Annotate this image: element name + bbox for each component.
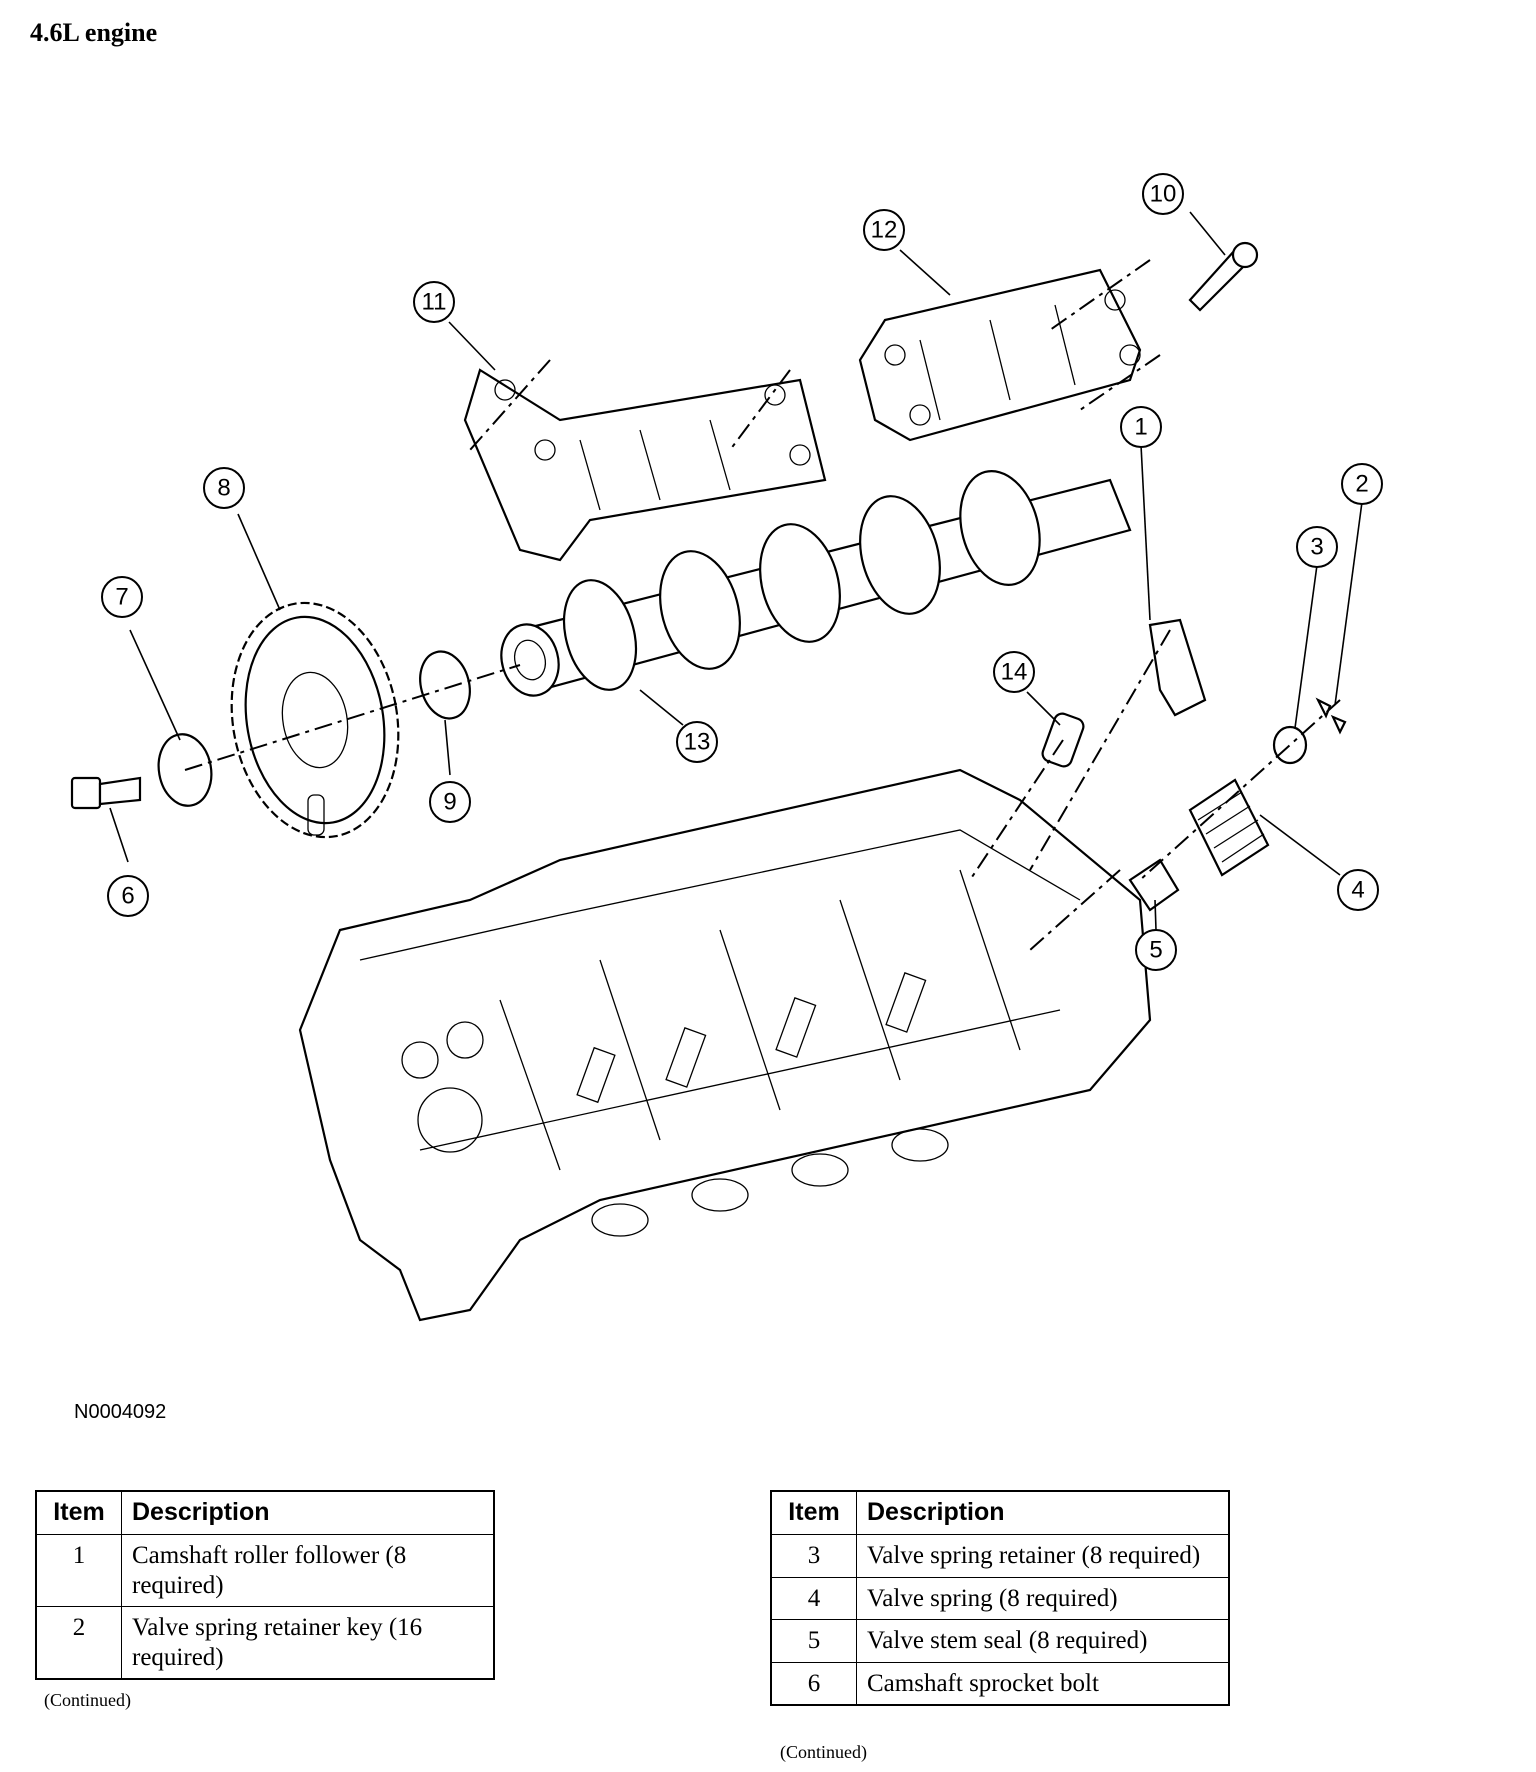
- callout-5: 5: [1135, 929, 1177, 971]
- item-description: Valve spring (8 required): [856, 1576, 1230, 1620]
- item-number: 4: [770, 1576, 857, 1620]
- callout-12: 12: [863, 209, 905, 251]
- table-row: 3 Valve spring retainer (8 required): [770, 1534, 1230, 1578]
- svg-text:2: 2: [1355, 471, 1368, 498]
- bearing-cap-bolt: [1188, 241, 1259, 312]
- svg-text:6: 6: [121, 883, 134, 910]
- svg-text:12: 12: [871, 217, 898, 244]
- roller-follower: [1148, 618, 1207, 717]
- item-description: Camshaft sprocket bolt: [856, 1661, 1230, 1706]
- item-description: Valve stem seal (8 required): [856, 1619, 1230, 1663]
- callout-6: 6: [107, 875, 149, 917]
- callout-13: 13: [676, 721, 718, 763]
- camshaft-bearing-cap-front: [463, 368, 827, 562]
- callout-4: 4: [1337, 869, 1379, 911]
- svg-text:11: 11: [422, 289, 447, 316]
- svg-text:9: 9: [443, 789, 456, 816]
- item-number: 3: [770, 1534, 857, 1578]
- exploded-view-diagram: 1 2 3 4 5 6 7 8 9 10 11 12 13 14: [70, 173, 1383, 1322]
- svg-text:14: 14: [1001, 659, 1028, 686]
- alignment-lines: [184, 259, 1341, 951]
- svg-text:1: 1: [1134, 414, 1147, 441]
- callout-8: 8: [203, 467, 245, 509]
- camshaft: [500, 470, 1132, 697]
- leader-lines: [109, 211, 1363, 931]
- header-description: Description: [856, 1490, 1230, 1535]
- valve-stem-seal: [1128, 858, 1180, 912]
- parts-table-right: Item Description 3 Valve spring retainer…: [770, 1490, 1230, 1706]
- callout-3: 3: [1296, 526, 1338, 568]
- table-row: 4 Valve spring (8 required): [770, 1576, 1230, 1620]
- valve-spring-retainer: [1272, 725, 1308, 765]
- diagram-title: 4.6L engine: [30, 18, 158, 47]
- sprocket-bolt: [70, 776, 142, 810]
- svg-text:10: 10: [1150, 181, 1177, 208]
- item-description: Valve spring retainer key (16 required): [121, 1606, 495, 1680]
- table-row: 2 Valve spring retainer key (16 required…: [35, 1606, 495, 1680]
- table-header: Item Description: [35, 1490, 495, 1535]
- svg-text:8: 8: [217, 475, 230, 502]
- continued-note-left: (Continued): [44, 1690, 131, 1710]
- svg-text:7: 7: [115, 584, 128, 611]
- header-description: Description: [121, 1490, 495, 1535]
- svg-text:4: 4: [1351, 877, 1364, 904]
- camshaft-bearing-cap-rear: [858, 268, 1142, 442]
- figure-id: N0004092: [74, 1401, 167, 1423]
- cylinder-head: [298, 768, 1152, 1322]
- callout-14: 14: [993, 651, 1035, 693]
- item-number: 2: [35, 1606, 122, 1680]
- camshaft-sprocket: [230, 601, 400, 839]
- item-number: 5: [770, 1619, 857, 1663]
- item-description: Valve spring retainer (8 required): [856, 1534, 1230, 1578]
- table-row: 6 Camshaft sprocket bolt: [770, 1661, 1230, 1706]
- callout-2: 2: [1341, 463, 1383, 505]
- item-number: 6: [770, 1661, 857, 1706]
- item-description: Camshaft roller follower (8 required): [121, 1534, 495, 1607]
- header-item: Item: [35, 1490, 122, 1535]
- callout-10: 10: [1142, 173, 1184, 215]
- valve-spring: [1188, 778, 1270, 877]
- table-row: 1 Camshaft roller follower (8 required): [35, 1534, 495, 1607]
- table-row: 5 Valve stem seal (8 required): [770, 1619, 1230, 1663]
- svg-text:3: 3: [1310, 534, 1323, 561]
- svg-text:5: 5: [1149, 937, 1162, 964]
- continued-note-right: (Continued): [780, 1742, 867, 1762]
- parts-table-left: Item Description 1 Camshaft roller follo…: [35, 1490, 495, 1680]
- camshaft-spacer: [419, 650, 471, 720]
- callout-1: 1: [1120, 406, 1162, 448]
- table-header: Item Description: [770, 1490, 1230, 1535]
- callout-11: 11: [413, 281, 455, 323]
- callout-7: 7: [101, 576, 143, 618]
- header-item: Item: [770, 1490, 857, 1535]
- item-number: 1: [35, 1534, 122, 1607]
- callout-9: 9: [429, 781, 471, 823]
- svg-text:13: 13: [684, 729, 711, 756]
